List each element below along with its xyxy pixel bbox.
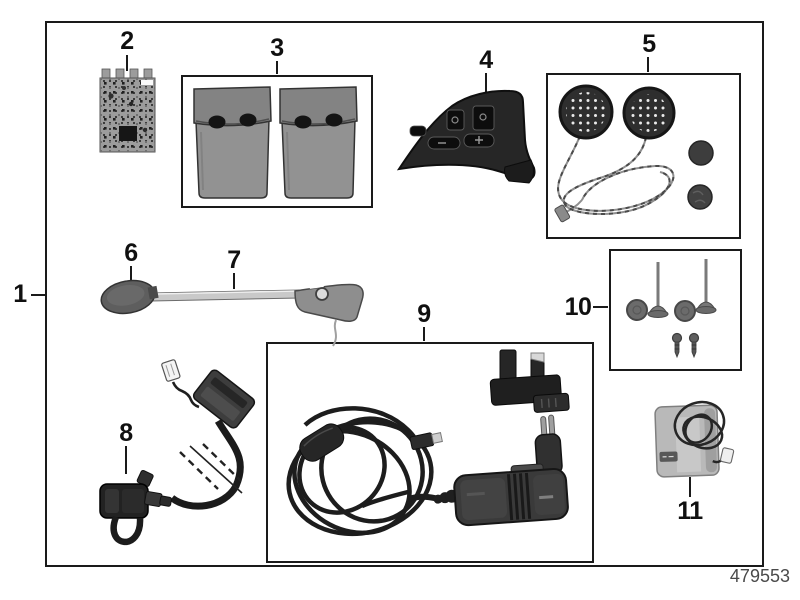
pouches-box (181, 75, 373, 208)
callout-4: 4 (479, 46, 493, 74)
part-number: 479553 (729, 566, 790, 586)
callout-11: 11 (677, 497, 703, 525)
callout-9: 9 (417, 300, 431, 328)
callout-2: 2 (120, 27, 134, 55)
kit-boundary-box (45, 21, 764, 567)
callout-1: 1 (13, 280, 27, 308)
callout-3: 3 (270, 34, 284, 62)
callout-8: 8 (119, 419, 133, 447)
fastener-set-box (609, 249, 742, 371)
charger-set-box (266, 342, 594, 563)
speaker-set-box (546, 73, 741, 239)
callout-10: 10 (564, 293, 592, 321)
callout-6: 6 (124, 239, 138, 267)
callout-7: 7 (227, 246, 241, 274)
callout-5: 5 (642, 30, 656, 58)
